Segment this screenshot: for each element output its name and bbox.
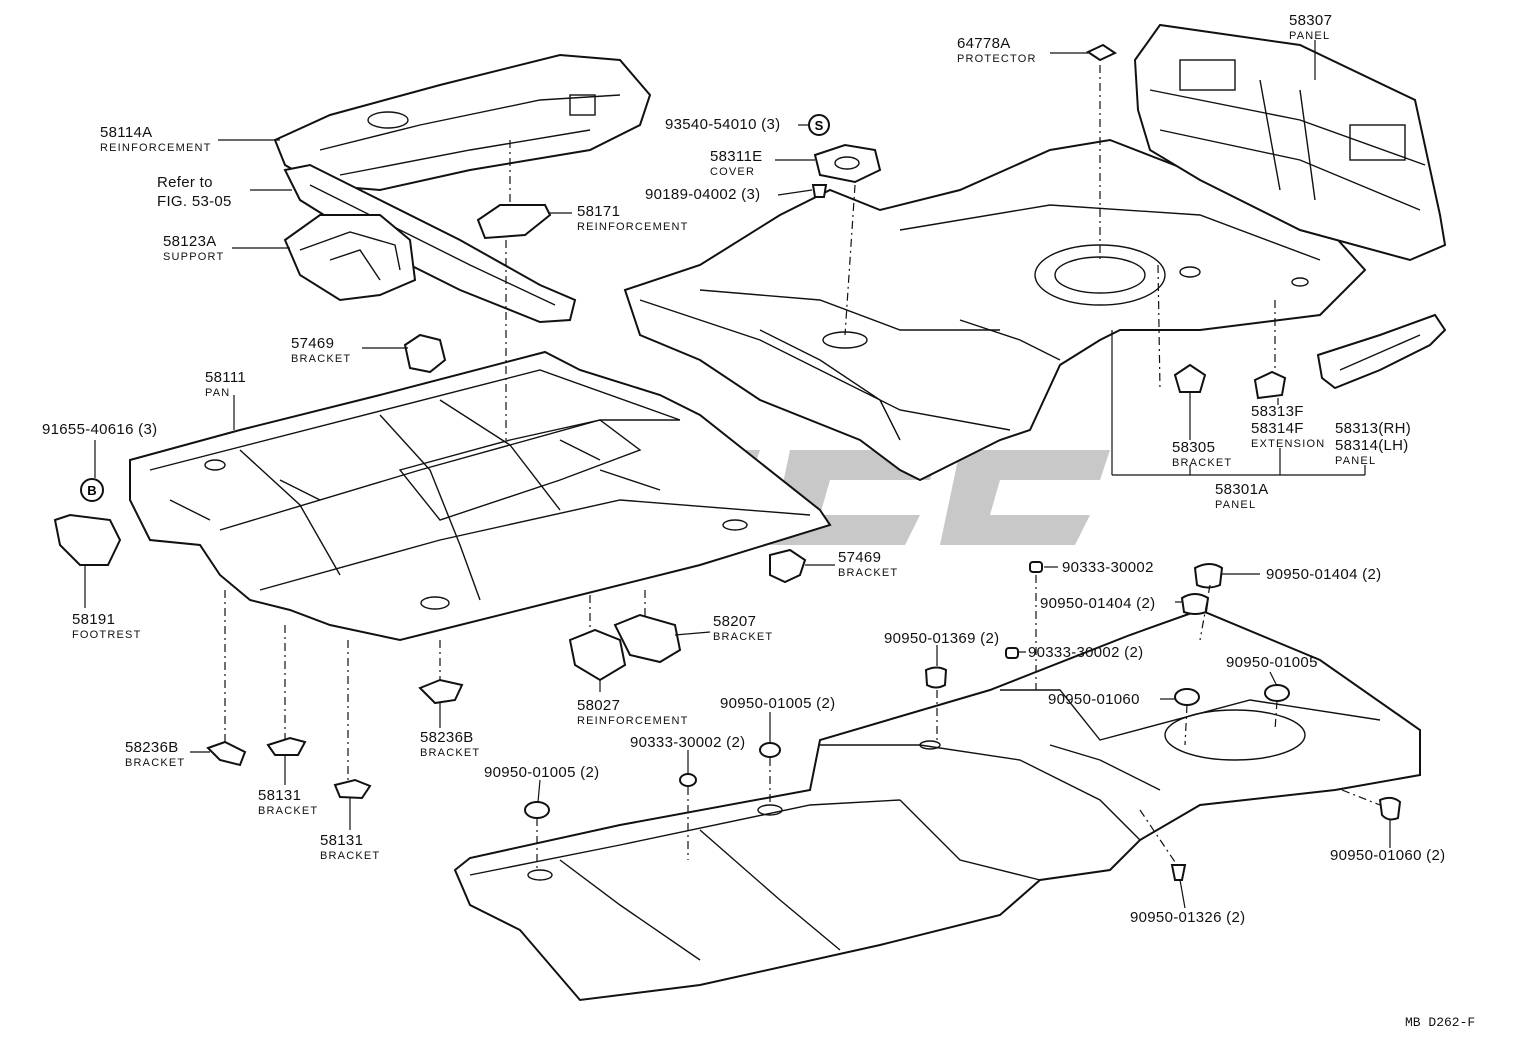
panel-58313-part	[1316, 313, 1447, 390]
bracket-57469-mid-part	[769, 548, 807, 584]
label-90950-01060-mid: 90950-01060	[1048, 691, 1140, 708]
label-90950-01369: 90950-01369 (2)	[884, 630, 1000, 647]
reinforcement-58114a-part	[273, 53, 652, 192]
plugs	[524, 561, 1402, 881]
reinforcement-58171-part	[476, 204, 552, 240]
marker-s: S	[815, 118, 824, 133]
pan-58111-part	[129, 350, 832, 642]
support-58123a-part	[283, 214, 417, 302]
label-90333-bottom: 90333-30002 (2)	[630, 734, 746, 751]
bracket-58305-part	[1173, 363, 1207, 393]
bracket-58207-part	[613, 613, 682, 664]
leader-lines	[84, 40, 1391, 909]
figure-code: MB D262-F	[1405, 1015, 1476, 1030]
protector-64778a-part	[1085, 43, 1118, 62]
label-90189: 90189-04002 (3)	[645, 186, 761, 203]
label-90950-01005-right: 90950-01005	[1226, 654, 1318, 671]
reinforcement-58027-part	[568, 628, 627, 682]
label-58313f: 58313F	[1251, 403, 1304, 420]
cover-58311e-part	[813, 143, 882, 184]
footrest-58191-part	[53, 513, 122, 566]
label-90950-01404-right: 90950-01404 (2)	[1266, 566, 1382, 583]
label-90950-01326: 90950-01326 (2)	[1130, 909, 1246, 926]
label-58314: 58314(LH)PANEL	[1335, 437, 1409, 467]
bracket-57469-top-part	[403, 333, 447, 374]
rear-panel-58307-part	[1133, 23, 1447, 262]
label-91655: 91655-40616 (3)	[42, 421, 158, 438]
label-90333-top: 90333-30002	[1062, 559, 1154, 576]
rear-floor-58301a-part	[623, 138, 1367, 482]
clip-90189-part	[811, 184, 828, 198]
extension-58313f-part	[1253, 370, 1287, 400]
label-90333-mid: 90333-30002 (2)	[1028, 644, 1144, 661]
label-90950-01005-left: 90950-01005 (2)	[484, 764, 600, 781]
small-brackets	[206, 678, 464, 800]
label-90950-01404-left: 90950-01404 (2)	[1040, 595, 1156, 612]
marker-b: B	[87, 483, 96, 498]
marker-circles	[80, 114, 830, 502]
label-90950-01005-mid: 90950-01005 (2)	[720, 695, 836, 712]
floor-carpet-part	[453, 608, 1421, 1002]
label-58313: 58313(RH)	[1335, 420, 1412, 437]
label-90950-01060-bottom: 90950-01060 (2)	[1330, 847, 1446, 864]
label-93540: 93540-54010 (3)	[665, 116, 781, 133]
locating-lines	[224, 65, 1381, 870]
